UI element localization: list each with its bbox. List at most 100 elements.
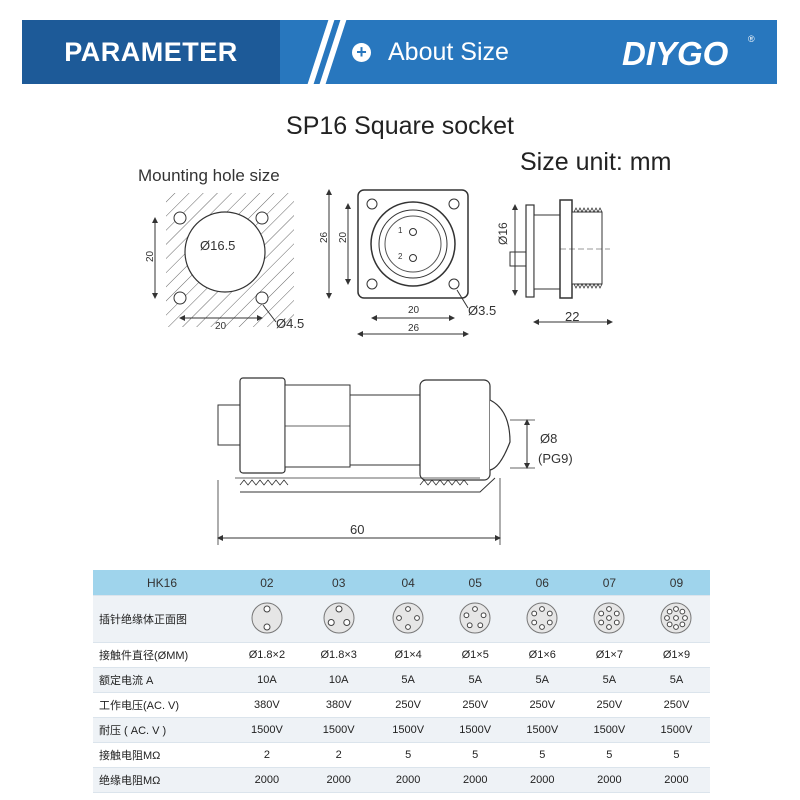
plug-length: 60 [350,522,364,537]
header-variant-cell: 04 [374,570,442,596]
technical-drawing: 20 Ø16.5 20 Ø4.5 1 2 26 20 20 26 Ø3.5 [145,189,613,545]
corner-hole [255,211,269,225]
pin-layout-icon [251,602,283,633]
registered-mark: ® [748,34,755,44]
about-size-label: About Size [388,38,509,66]
spec-value-cell: 5 [575,742,643,768]
insulator-face [392,602,424,633]
spec-value-cell: 1500V [231,717,303,743]
row-label: 绝缘电阻MΩ [93,767,231,793]
spec-value-cell: 380V [302,692,375,718]
spec-value-cell: 1500V [575,717,643,743]
corner-hole [173,211,187,225]
brand-logo-text: DIYGO [622,35,729,72]
plus-circle-icon: + [352,43,371,62]
front-height-outer: 26 [319,231,330,243]
pin-contact [682,614,689,621]
corner-hole [255,291,269,305]
spec-value-cell: 1500V [302,717,375,743]
header-variant-cell: 05 [441,570,509,596]
spec-value-cell: Ø1.8×3 [302,642,375,668]
plug-view: Ø8 (PG9) 60 [217,377,573,545]
spec-value-cell: 1500V [441,717,509,743]
pin-contact [598,610,605,616]
pin-layout-cell [374,595,442,643]
gland-size: (PG9) [538,451,573,466]
pin-contact [667,620,673,627]
pin-contact [547,619,553,625]
diygo-logo: DIYGO [622,35,729,72]
spec-value-cell: 250V [642,692,710,718]
row-label: 工作电压(AC. V) [93,692,231,718]
insulator-face [251,602,283,633]
pin-contact [667,608,673,615]
pin-contact [679,620,686,627]
header-variant-cell: 02 [231,570,303,596]
pin-contact [327,618,335,626]
spec-value-cell: 5A [374,667,442,693]
pin-contact [606,614,613,621]
front-hole-dim: Ø3.5 [468,303,496,318]
pin-layout-icon [526,602,558,633]
front-width-inner: 20 [408,305,420,316]
header-variant-cell: 06 [508,570,576,596]
pin-contact [673,623,680,630]
spec-value-cell: 5 [374,742,442,768]
spec-value-cell: 380V [231,692,303,718]
spec-value-cell: 5A [441,667,509,693]
size-unit-label: Size unit: mm [520,148,672,176]
pin-contact [539,623,546,630]
spec-value-cell: 5 [441,742,509,768]
spec-value-cell: 1500V [642,717,710,743]
pin-contact [673,605,680,612]
corner-hole [173,291,187,305]
pin-layout-icon [593,602,625,633]
spec-value-cell: 5A [508,667,576,693]
pin-contact [598,619,605,625]
row-label: 接触件直径(ØMM) [93,642,231,668]
spec-value-cell: Ø1×6 [508,642,576,668]
spec-value-cell: 1500V [374,717,442,743]
side-diameter: Ø16 [496,222,510,245]
pin-contact [673,614,680,621]
drawing-title: SP16 Square socket [286,112,514,140]
mount-bottom-dim: 20 [215,321,227,332]
spec-value-cell: 1500V [508,717,576,743]
spec-value-cell: 2000 [642,767,710,793]
spec-value-cell: 250V [441,692,509,718]
pin-contact [547,610,553,616]
spec-value-cell: 2000 [575,767,643,793]
pin-contact [463,611,470,618]
pin-layout-icon [459,602,491,633]
spec-value-cell: Ø1×7 [575,642,643,668]
pin-layout-cell [231,595,303,643]
spec-value-cell: 250V [508,692,576,718]
header-variant-cell: 07 [575,570,643,596]
parameter-label: PARAMETER [64,37,238,67]
pin-contact [614,610,621,616]
pin-contact [405,605,412,612]
pin-contact [396,614,403,621]
mounting-hole-view: 20 Ø16.5 20 Ø4.5 [145,193,304,332]
parameter-tab [22,20,280,84]
pin-contact [531,619,538,625]
cable-diameter: Ø8 [540,431,557,446]
row-label: 额定电流 A [93,667,231,693]
pin-contact [405,623,412,630]
pin-contact [531,610,538,616]
pin-contact [335,605,343,612]
pin-contact [480,611,487,618]
pin-contact [606,623,613,630]
pin-contact [606,605,613,612]
row-label: 插针绝缘体正面图 [93,595,231,643]
side-length: 22 [565,309,579,324]
spec-value-cell: Ø1×5 [441,642,509,668]
front-height-inner: 20 [338,231,349,243]
header-variant-cell: 03 [302,570,375,596]
pin-contact [342,618,350,626]
mount-side-dim: 20 [145,250,156,262]
insulator-face [526,602,558,633]
